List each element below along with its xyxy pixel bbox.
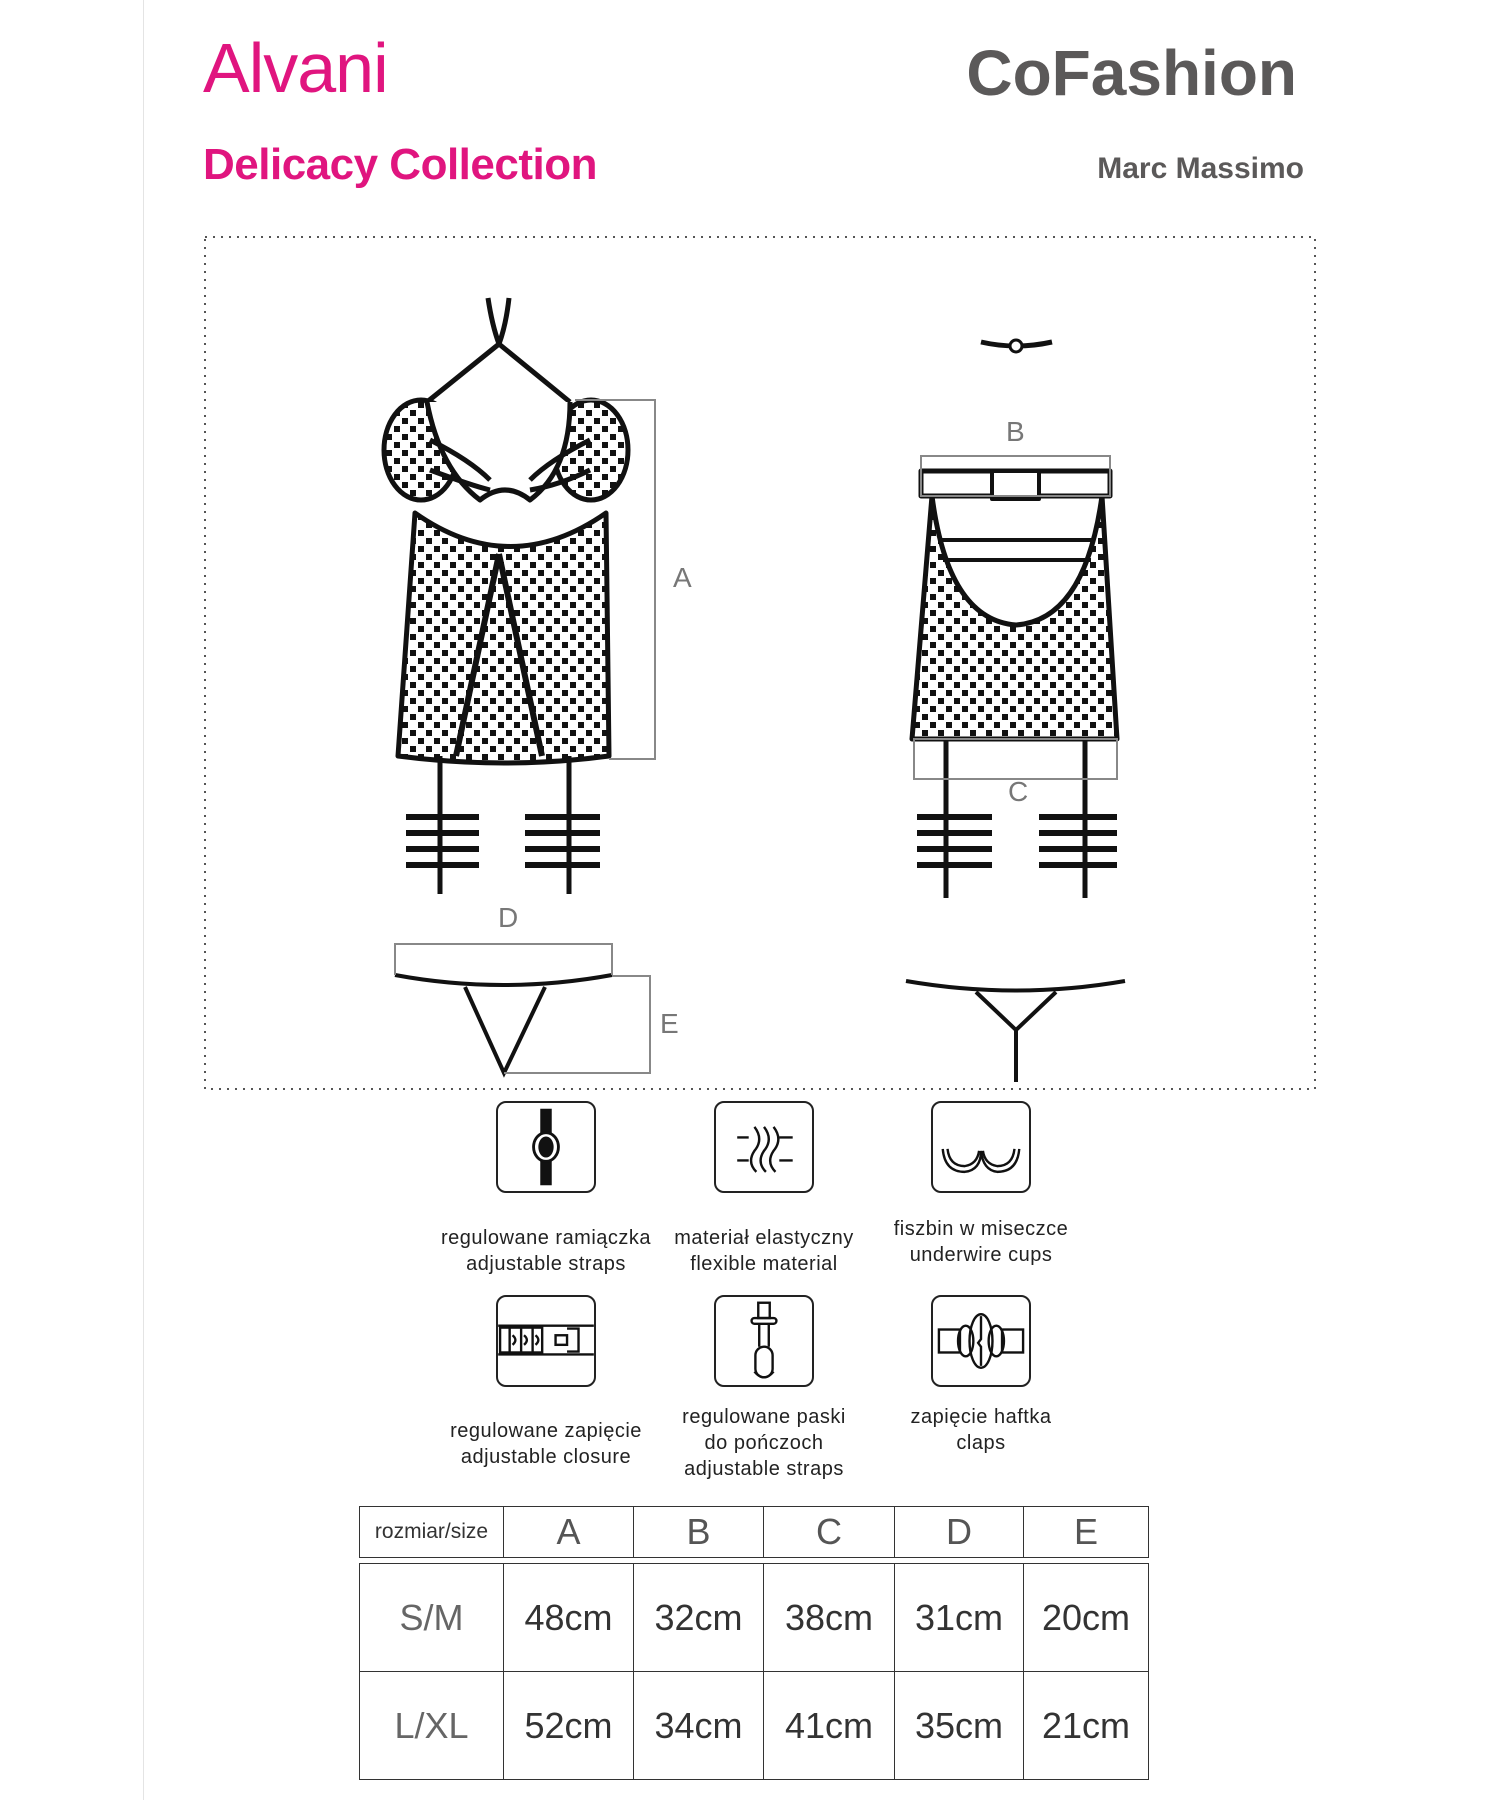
feature-label-adjustable-straps: regulowane ramiączka adjustable straps: [426, 1225, 666, 1277]
feature-label-en: flexible material: [690, 1253, 838, 1275]
value-cell: 41cm: [763, 1671, 895, 1780]
value-cell: 31cm: [894, 1563, 1024, 1672]
feature-label-pl: fiszbin w miseczce: [893, 1218, 1069, 1240]
dimension-line-a: [575, 399, 656, 760]
feature-label-hook-clasp: zapięcie haftka claps: [861, 1404, 1101, 1456]
header-cell-a: A: [503, 1506, 634, 1558]
dimension-label-d: D: [498, 902, 519, 933]
size-cell: S/M: [359, 1563, 504, 1672]
adjustable-closure-icon: [496, 1295, 596, 1387]
front-panty-drawing: [394, 973, 613, 1078]
dimension-label-c: C: [1008, 776, 1029, 807]
value-cell: 21cm: [1023, 1671, 1149, 1780]
feature-label-en: underwire cups: [909, 1244, 1053, 1266]
page-edge-line: [143, 0, 144, 1800]
garter-strap-icon: [714, 1295, 814, 1387]
dimension-label-b: B: [1006, 416, 1025, 447]
designer-name: Marc Massimo: [1097, 152, 1304, 185]
dimension-label-e: E: [660, 1008, 679, 1039]
size-cell: L/XL: [359, 1671, 504, 1780]
value-cell: 20cm: [1023, 1563, 1149, 1672]
collection-title: Delicacy Collection: [203, 140, 597, 189]
feature-label-en: claps: [956, 1432, 1006, 1454]
feature-label-pl: materiał elastyczny: [674, 1227, 854, 1249]
value-cell: 52cm: [503, 1671, 634, 1780]
hook-clasp-icon: [931, 1295, 1031, 1387]
feature-label-adjustable-closure: regulowane zapięcie adjustable closure: [426, 1418, 666, 1470]
value-cell: 35cm: [894, 1671, 1024, 1780]
feature-label-en: adjustable closure: [460, 1446, 632, 1468]
brand-logo: Alvani: [203, 29, 389, 107]
table-row: S/M 48cm 32cm 38cm 31cm 20cm: [359, 1563, 1149, 1672]
value-cell: 34cm: [633, 1671, 764, 1780]
value-cell: 48cm: [503, 1563, 634, 1672]
underwire-cups-icon: [931, 1101, 1031, 1193]
feature-label-underwire-cups: fiszbin w miseczce underwire cups: [861, 1216, 1101, 1268]
header-cell-size: rozmiar/size: [359, 1506, 504, 1558]
feature-label-flexible-material: materiał elastyczny flexible material: [644, 1225, 884, 1277]
table-row: L/XL 52cm 34cm 41cm 35cm 21cm: [359, 1671, 1149, 1780]
header-cell-d: D: [894, 1506, 1024, 1558]
adjustable-strap-icon: [496, 1101, 596, 1193]
feature-label-pl: regulowane zapięcie: [450, 1420, 642, 1442]
feature-label-pl: regulowane paski: [682, 1406, 846, 1428]
size-table-header: rozmiar/size A B C D E: [359, 1506, 1149, 1558]
feature-label-garter-straps: regulowane paski do pończoch adjustable …: [644, 1404, 884, 1482]
company-logo: CoFashion: [966, 37, 1297, 109]
drawing-frame: [204, 236, 1316, 1090]
header-cell-e: E: [1023, 1506, 1149, 1558]
header-cell-c: C: [763, 1506, 895, 1558]
back-chemise-drawing: [909, 338, 1120, 898]
back-thong-drawing: [905, 979, 1126, 1082]
dimension-lines-d-e: [394, 943, 651, 1074]
dimension-lines-b-c: [913, 455, 1118, 780]
feature-label-pl: zapięcie haftka: [910, 1406, 1052, 1428]
value-cell: 38cm: [763, 1563, 895, 1672]
size-table: S/M 48cm 32cm 38cm 31cm 20cm L/XL 52cm 3…: [359, 1563, 1149, 1780]
feature-label-pl: regulowane ramiączka: [440, 1227, 652, 1249]
feature-label-pl-2: do pończoch: [704, 1432, 824, 1454]
dimension-label-a: A: [673, 562, 692, 593]
header-cell-b: B: [633, 1506, 764, 1558]
feature-label-en: adjustable straps: [684, 1458, 844, 1480]
value-cell: 32cm: [633, 1563, 764, 1672]
feature-label-en: adjustable straps: [466, 1253, 626, 1275]
elastic-material-icon: [714, 1101, 814, 1193]
front-chemise-drawing: [381, 297, 631, 894]
